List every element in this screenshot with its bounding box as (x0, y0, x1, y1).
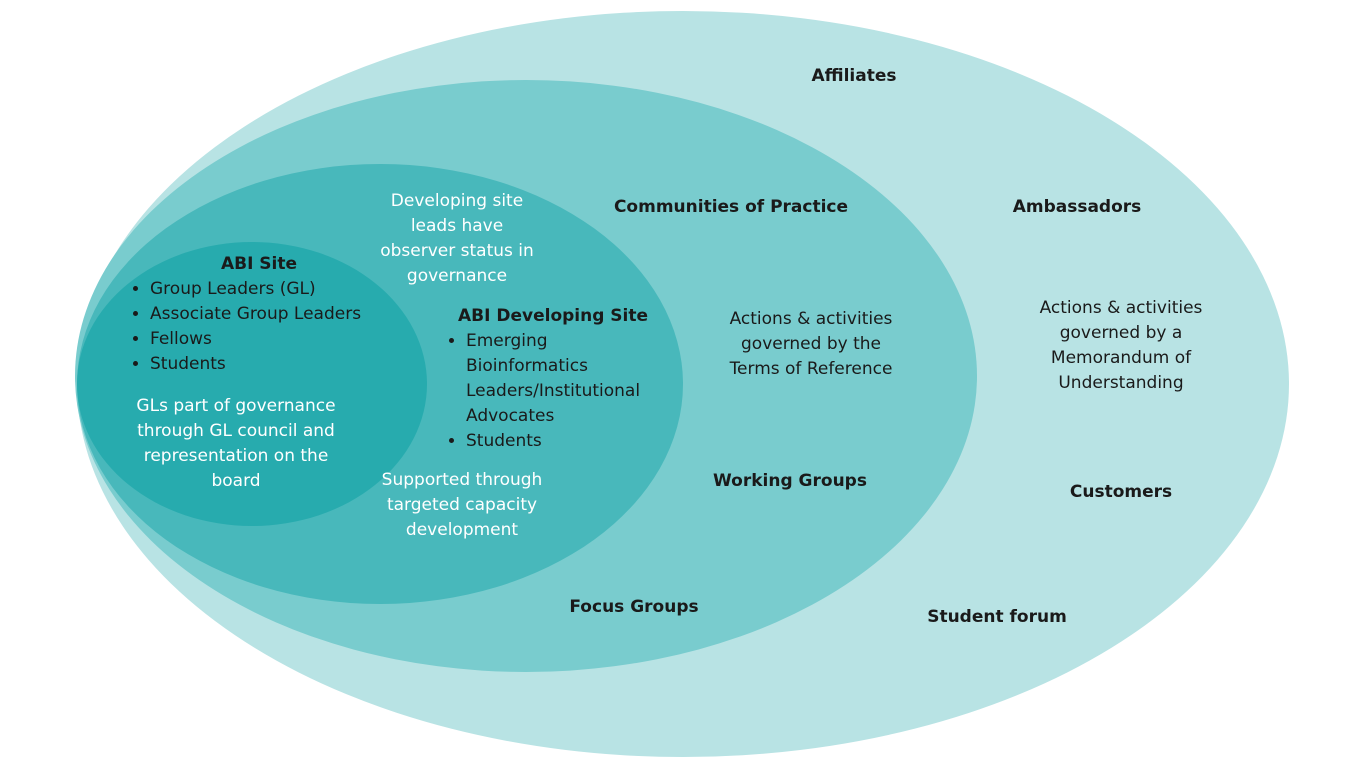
ambassadors-label: Ambassadors (1012, 197, 1142, 217)
list-item: Students (150, 352, 410, 377)
observer-status-text: Developing site leads have observer stat… (380, 191, 534, 286)
mou-text: Actions & activities governed by a Memor… (1039, 298, 1203, 393)
affiliates-label: Affiliates (811, 66, 897, 86)
working-groups-label: Working Groups (713, 471, 867, 491)
focus-groups-label: Focus Groups (569, 597, 699, 617)
customers-label: Customers (1069, 482, 1173, 502)
developing-site-list: Emerging Bioinformatics Leaders/Institut… (448, 329, 666, 454)
gl-governance-text: GLs part of governance through GL counci… (136, 396, 336, 491)
abi-site-list: Group Leaders (GL) Associate Group Leade… (132, 277, 410, 377)
student-forum-label: Student forum (927, 607, 1067, 627)
list-item: Group Leaders (GL) (150, 277, 410, 302)
abi-site-title: ABI Site (220, 254, 298, 274)
core-ellipse-abi-site (77, 242, 427, 526)
list-item: Students (466, 429, 666, 454)
communities-of-practice-label: Communities of Practice (613, 197, 849, 217)
list-item: Emerging Bioinformatics Leaders/Institut… (466, 329, 666, 429)
list-item: Associate Group Leaders (150, 302, 410, 327)
abi-developing-site-title: ABI Developing Site (458, 306, 649, 326)
terms-of-reference-text: Actions & activities governed by the Ter… (729, 309, 893, 379)
capacity-development-text: Supported through targeted capacity deve… (381, 470, 543, 540)
list-item: Fellows (150, 327, 410, 352)
